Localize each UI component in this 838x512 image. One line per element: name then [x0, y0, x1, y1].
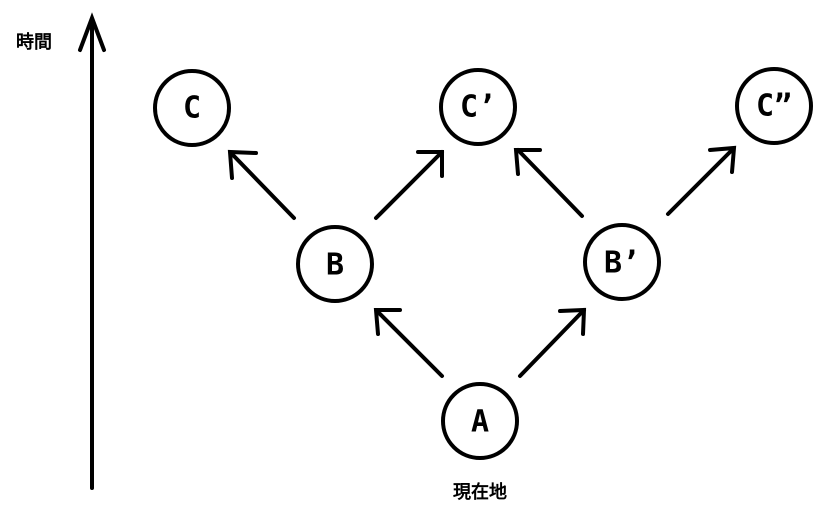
node-c: C	[153, 69, 231, 147]
node-a-label: A	[471, 405, 489, 440]
time-axis-arrowhead	[78, 12, 106, 52]
node-b-label: B	[326, 248, 344, 283]
edge-a-to-b-prime	[518, 307, 587, 378]
node-b: B	[296, 225, 374, 303]
node-c-double-prime-label: C”	[756, 89, 792, 124]
node-b-prime-label: B’	[604, 246, 640, 281]
node-c-prime-label: C’	[460, 90, 496, 125]
time-axis	[78, 12, 106, 490]
node-c-prime: C’	[439, 68, 517, 146]
edge-b-prime-to-c-double-prime	[666, 145, 737, 216]
node-c-label: C	[183, 91, 201, 126]
time-axis-label: 時間	[16, 32, 52, 53]
edge-b-to-c-prime	[374, 150, 444, 220]
edge-b-to-c	[227, 149, 296, 220]
current-location-label: 現在地	[453, 481, 507, 503]
node-c-double-prime: C”	[735, 67, 813, 145]
node-a: A	[441, 382, 519, 460]
edge-b-prime-to-c-prime	[513, 148, 584, 218]
edge-a-to-b	[373, 308, 444, 378]
node-b-prime: B’	[583, 223, 661, 301]
